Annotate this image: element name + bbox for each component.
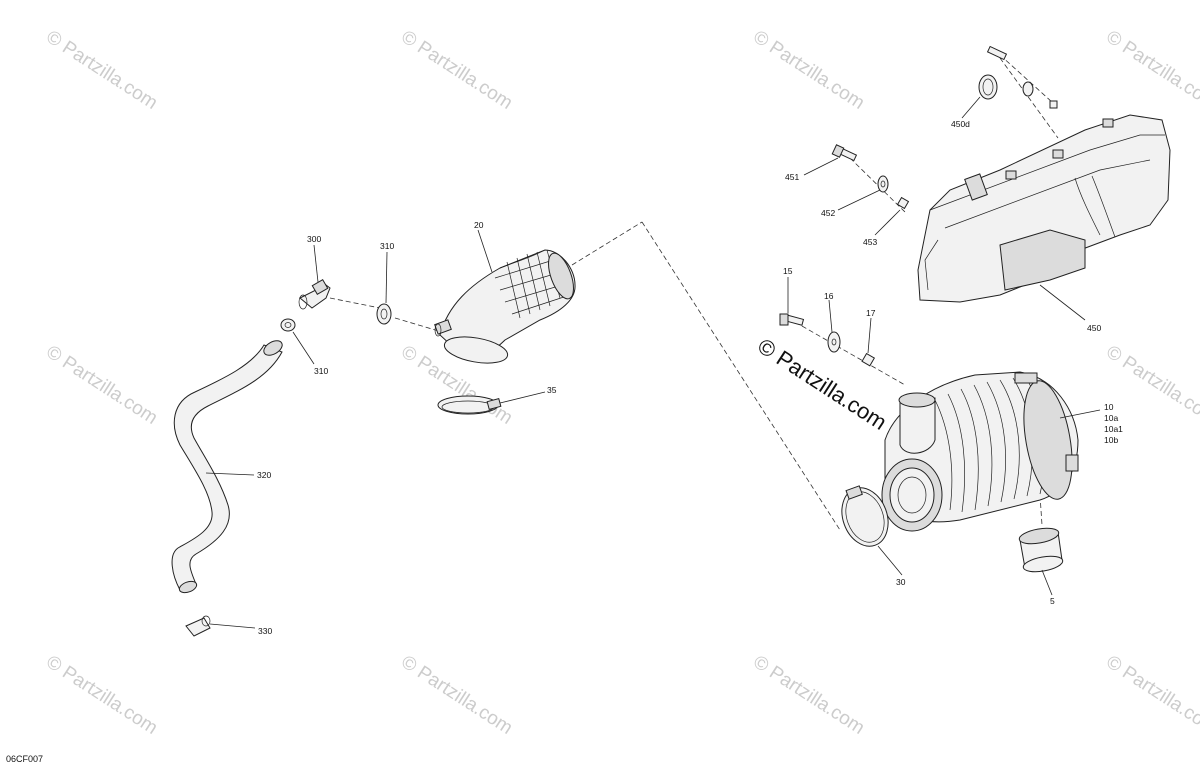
callout-310: 310 bbox=[314, 366, 328, 376]
watermark: © Partzilla.com bbox=[397, 27, 516, 114]
watermark: © Partzilla.com bbox=[749, 27, 868, 114]
callout-10: 10 bbox=[1104, 402, 1114, 412]
callout-320: 320 bbox=[257, 470, 271, 480]
callout-10b: 10b bbox=[1104, 435, 1118, 445]
watermark: © Partzilla.com bbox=[42, 27, 161, 114]
part-320-hose bbox=[171, 340, 283, 594]
part-310-clamp bbox=[376, 303, 392, 325]
part-310-small-clamp bbox=[280, 318, 296, 332]
callout-16: 16 bbox=[824, 291, 834, 301]
part-35-clamp bbox=[437, 395, 502, 415]
callout-labels: 300 310 20 35 310 320 330 451 452 453 45… bbox=[257, 119, 1123, 636]
part-453-nut bbox=[896, 196, 910, 210]
part-451-bolt bbox=[831, 144, 858, 162]
featured-watermark: © Partzilla.com bbox=[753, 333, 891, 435]
callout-450d: 450d bbox=[951, 119, 970, 129]
callout-5: 5 bbox=[1050, 596, 1055, 606]
callout-300: 300 bbox=[307, 234, 321, 244]
leader-lines bbox=[205, 96, 1101, 629]
callout-310: 310 bbox=[380, 241, 394, 251]
callout-15: 15 bbox=[783, 266, 793, 276]
watermark: © Partzilla.com bbox=[749, 652, 868, 739]
part-330-connector bbox=[185, 615, 211, 637]
part-10-air-filter-housing bbox=[881, 371, 1079, 532]
diagram-code: 06CF007 bbox=[6, 754, 43, 764]
part-5-duct-adapter bbox=[1018, 527, 1064, 573]
callout-450: 450 bbox=[1087, 323, 1101, 333]
callout-17: 17 bbox=[866, 308, 876, 318]
part-20-intake-boot bbox=[434, 249, 576, 364]
callout-35: 35 bbox=[547, 385, 557, 395]
watermark: © Partzilla.com bbox=[1102, 652, 1200, 739]
callout-453: 453 bbox=[863, 237, 877, 247]
part-30-clamp bbox=[841, 485, 889, 547]
part-16-washer bbox=[827, 331, 841, 353]
watermark: © Partzilla.com bbox=[397, 652, 516, 739]
part-450d-cap bbox=[978, 74, 998, 100]
callout-10a: 10a bbox=[1104, 413, 1118, 423]
callout-20: 20 bbox=[474, 220, 484, 230]
part-17-nut bbox=[861, 352, 876, 367]
watermark: © Partzilla.com bbox=[1102, 27, 1200, 114]
part-452-washer bbox=[877, 175, 889, 193]
part-450-airbox-cover bbox=[917, 114, 1171, 303]
part-450d-bolt bbox=[986, 45, 1058, 109]
callout-451: 451 bbox=[785, 172, 799, 182]
callout-10a1: 10a1 bbox=[1104, 424, 1123, 434]
part-300-elbow-fitting bbox=[298, 278, 331, 310]
part-15-bolt bbox=[779, 313, 805, 326]
callout-330: 330 bbox=[258, 626, 272, 636]
callout-452: 452 bbox=[821, 208, 835, 218]
watermark: © Partzilla.com bbox=[42, 342, 161, 429]
callout-30: 30 bbox=[896, 577, 906, 587]
watermark: © Partzilla.com bbox=[42, 652, 161, 739]
